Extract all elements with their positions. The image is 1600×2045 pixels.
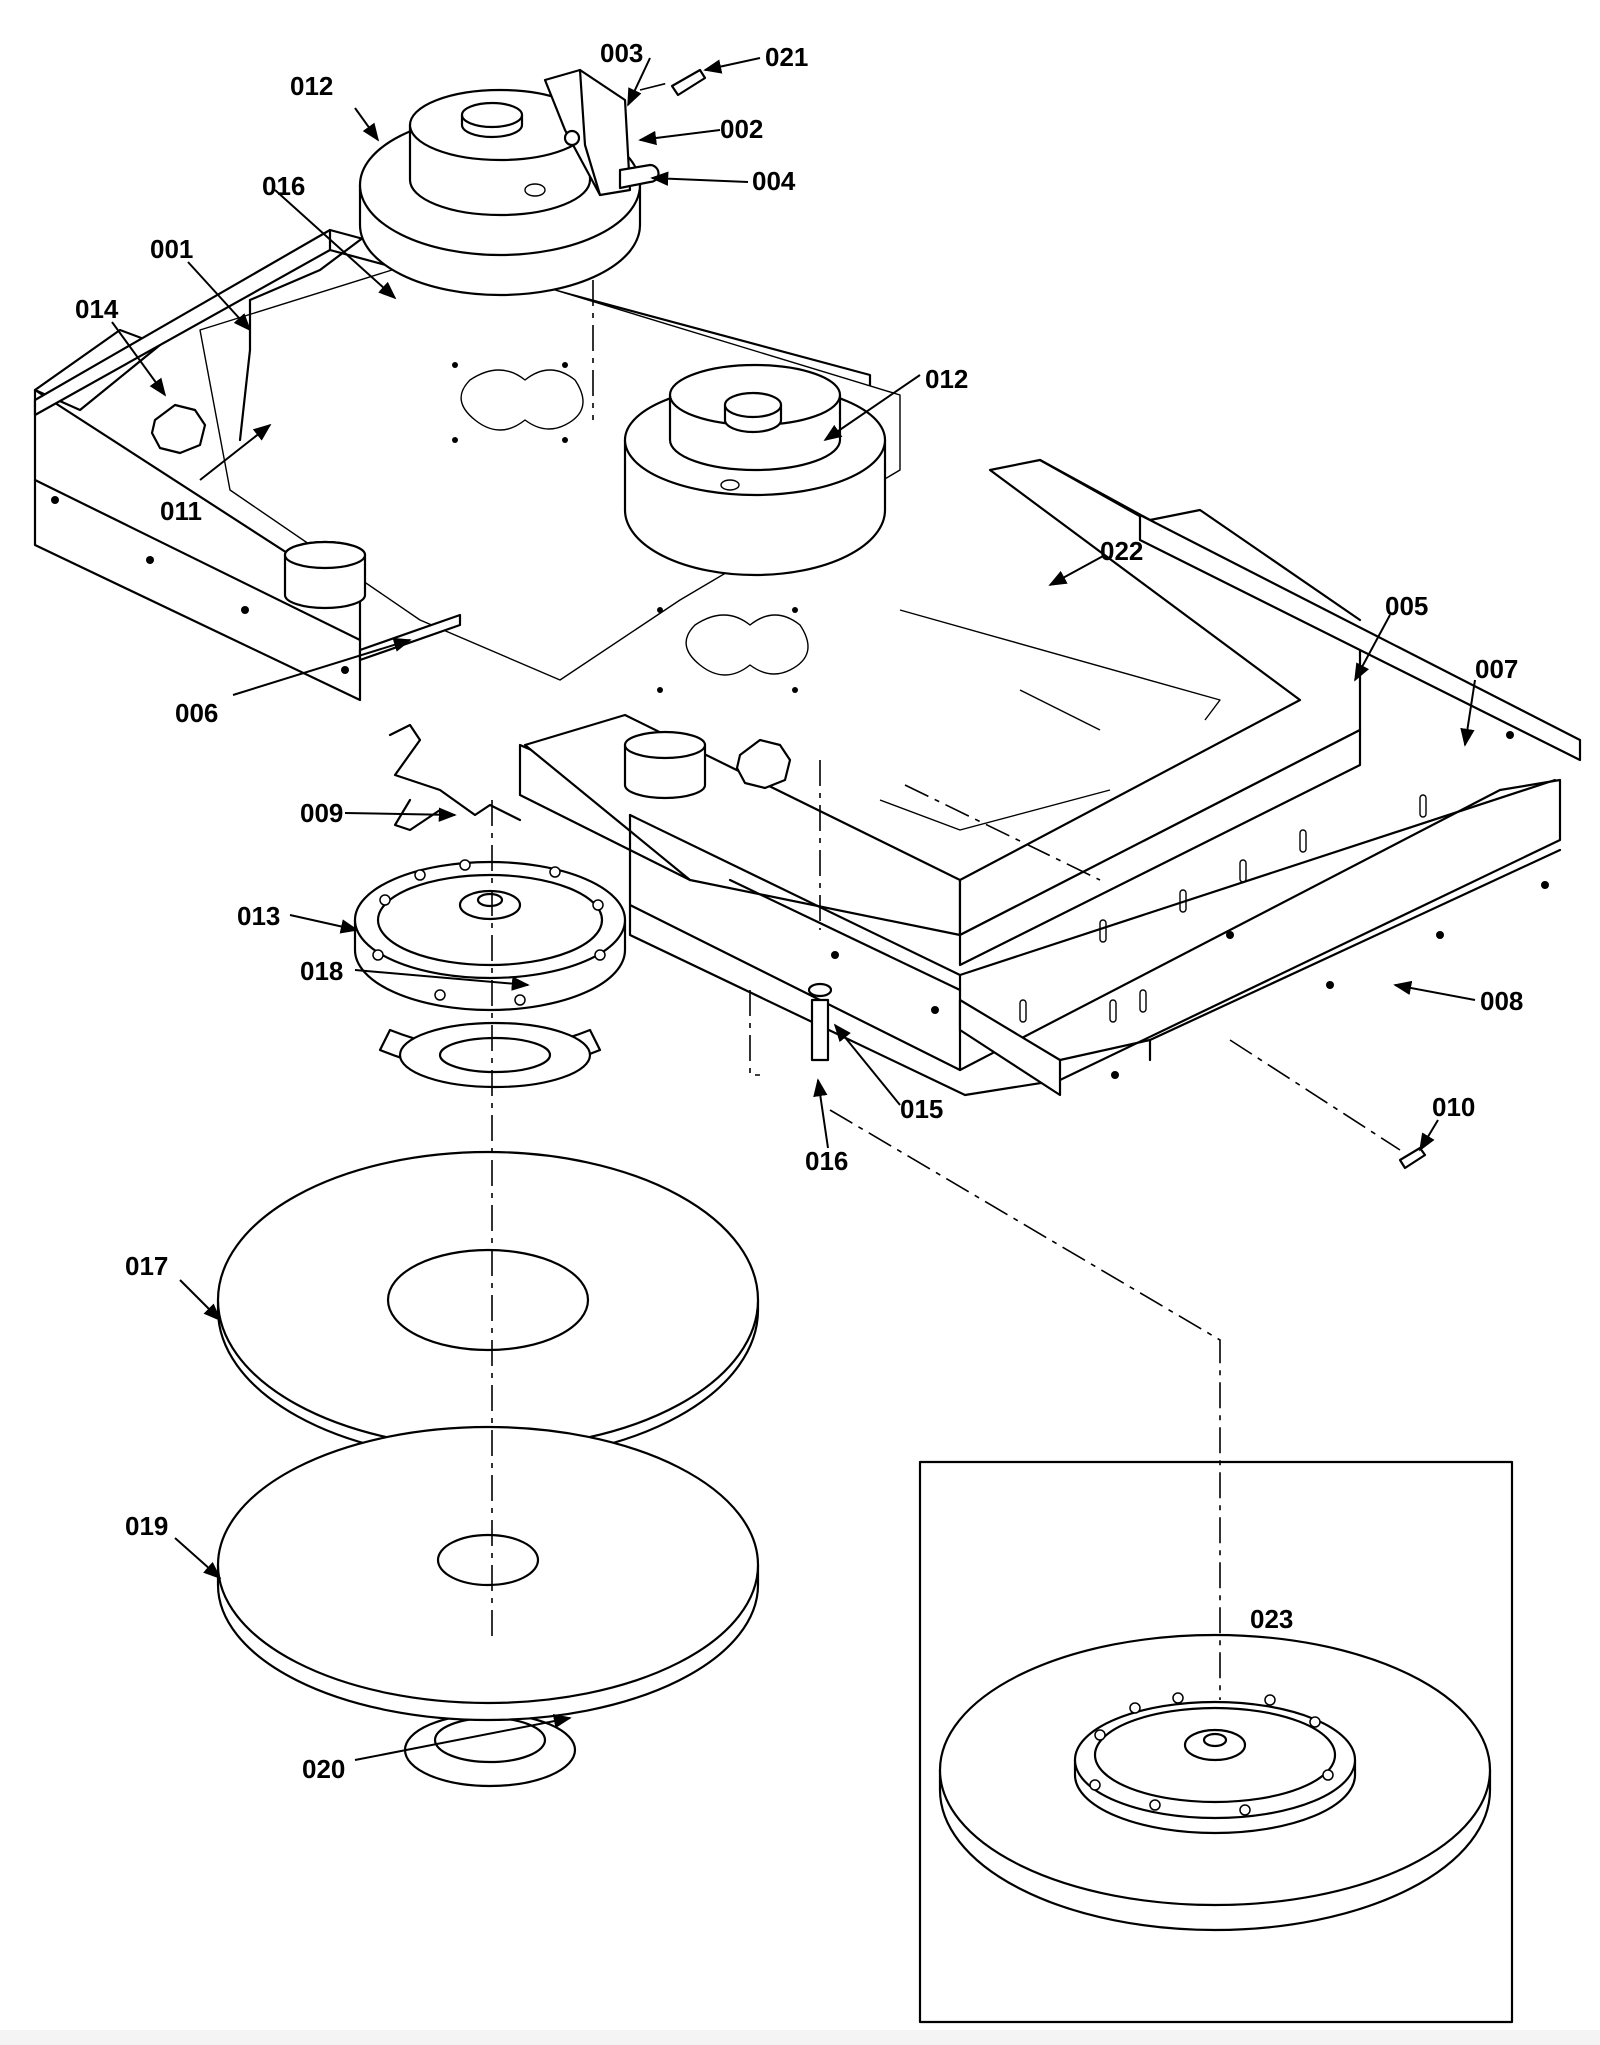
part-label-005: 005 <box>1385 591 1428 621</box>
motor-top <box>358 68 707 297</box>
part-label-023: 023 <box>1250 1604 1293 1634</box>
part-label-013: 013 <box>237 901 280 931</box>
duct-tube-left <box>283 540 367 610</box>
part-label-008: 008 <box>1480 986 1523 1016</box>
part-label-016-top: 016 <box>262 171 305 201</box>
part-label-010: 010 <box>1432 1092 1475 1122</box>
leader-arrows <box>111 57 1476 1761</box>
part-label-020: 020 <box>302 1754 345 1784</box>
knob-014-right <box>735 738 792 790</box>
part-label-015: 015 <box>900 1094 943 1124</box>
center-lines <box>491 81 1401 1700</box>
part-label-012-middle: 012 <box>925 364 968 394</box>
inset-023-box <box>918 1460 1514 2024</box>
screw-010 <box>1398 1146 1427 1170</box>
part-label-004: 004 <box>752 166 796 196</box>
motor-middle <box>623 363 887 577</box>
part-labels: 003 021 012 002 004 016 001 014 012 011 … <box>75 38 1523 1784</box>
part-label-016-lower: 016 <box>805 1146 848 1176</box>
part-label-007: 007 <box>1475 654 1518 684</box>
part-label-003: 003 <box>600 38 643 68</box>
drive-hub-013 <box>353 859 627 1089</box>
part-label-011: 011 <box>160 496 202 526</box>
bottom-strip <box>0 2030 1600 2045</box>
part-label-019: 019 <box>125 1511 168 1541</box>
chassis-frame <box>33 178 1582 1097</box>
part-label-009: 009 <box>300 798 343 828</box>
pad-holder-019 <box>216 1425 760 1788</box>
part-label-017: 017 <box>125 1251 168 1281</box>
duct-tube-right <box>623 730 707 800</box>
part-label-022: 022 <box>1100 536 1143 566</box>
knob-014-left <box>150 403 207 455</box>
part-label-014: 014 <box>75 294 119 324</box>
part-label-021: 021 <box>765 42 808 72</box>
bolt-016-lower <box>807 982 833 1062</box>
part-label-012-top: 012 <box>290 71 333 101</box>
part-label-002: 002 <box>720 114 763 144</box>
part-label-018: 018 <box>300 956 343 986</box>
part-label-001: 001 <box>150 234 193 264</box>
pad-017 <box>216 1150 760 1462</box>
part-label-006: 006 <box>175 698 218 728</box>
mounting-cutouts <box>452 362 809 693</box>
